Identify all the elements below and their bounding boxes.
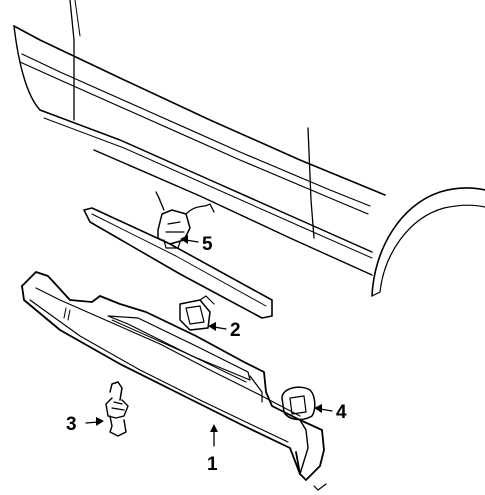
callout-1: 1	[207, 454, 218, 475]
callout-2: 2	[230, 320, 241, 341]
clip-part-5-icon	[155, 191, 215, 249]
callout-leaders	[85, 235, 333, 447]
vehicle-body-outline	[13, 0, 485, 297]
rocker-panel	[21, 271, 327, 491]
clip-part-2-icon	[179, 295, 215, 331]
clip-part-4-icon	[281, 386, 316, 421]
callout-3: 3	[66, 414, 77, 435]
callout-5: 5	[202, 234, 213, 255]
retainer-part-3-icon	[105, 381, 129, 437]
molding-strip	[83, 207, 273, 319]
callout-4: 4	[336, 402, 347, 423]
